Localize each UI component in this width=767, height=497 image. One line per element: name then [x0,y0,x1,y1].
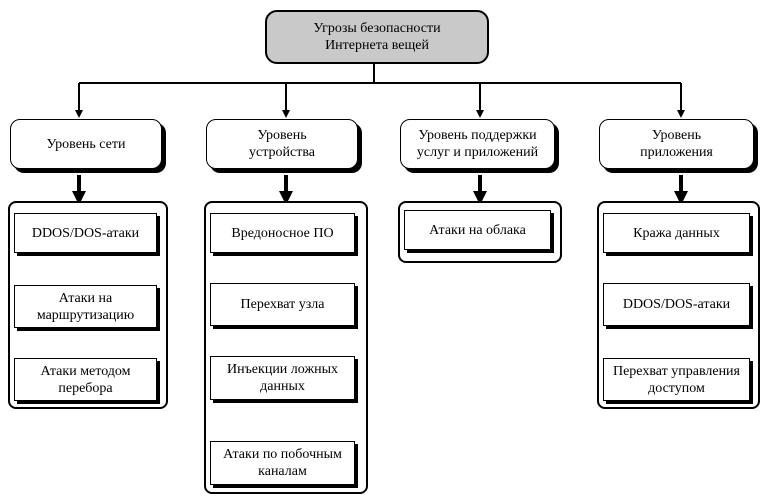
item-services-1: Атаки на облака [404,210,551,250]
category-device-level: Уровень устройства [206,119,358,169]
item-network-1: DDOS/DOS-атаки [14,213,157,253]
item-application-2: DDOS/DOS-атаки [603,283,750,326]
item-device-4: Атаки по побочным каналам [210,441,355,485]
item-application-1: Кража данных [603,213,750,253]
item-device-2: Перехват узла [210,283,355,326]
category-services-level: Уровень поддержки услуг и приложений [400,119,555,169]
item-device-1: Вредоносное ПО [210,213,355,253]
category-network-level: Уровень сети [10,119,162,169]
root-node: Угрозы безопасности Интернета вещей [265,10,489,64]
item-application-3: Перехват управления доступом [603,358,750,401]
item-network-2: Атаки на маршрутизацию [14,285,157,328]
category-application-level: Уровень приложения [599,119,754,169]
item-network-3: Атаки методом перебора [14,358,157,401]
item-device-3: Инъекции ложных данных [210,356,355,400]
